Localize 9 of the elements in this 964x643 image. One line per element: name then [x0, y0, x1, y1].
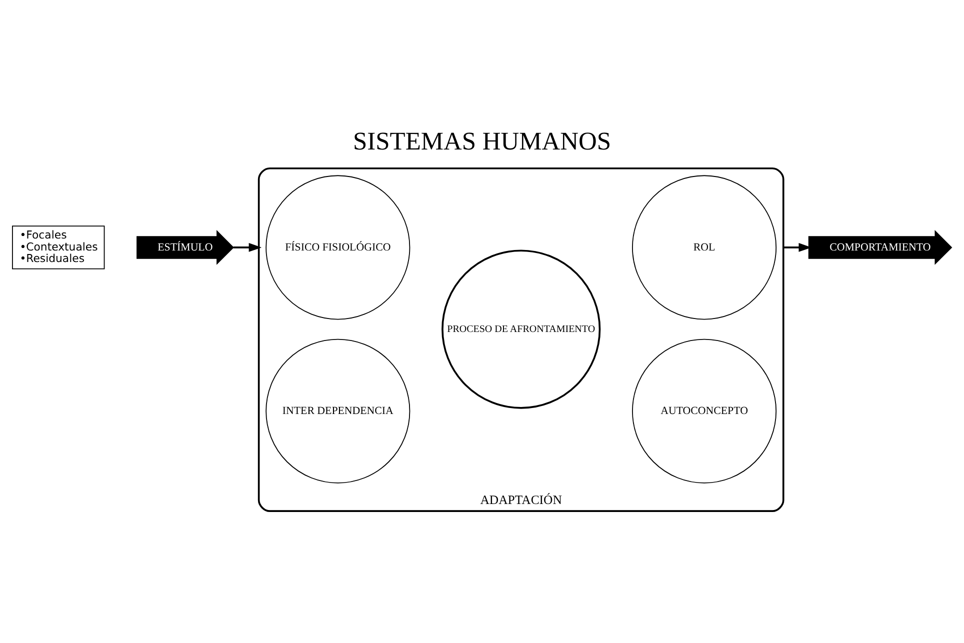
node-circle: FÍSICO FISIOLÓGICO [266, 174, 410, 320]
node-circle: INTER DEPENDENCIA [266, 338, 410, 483]
node-circle: PROCESO DE AFRONTAMIENTO [442, 249, 601, 408]
arrow [783, 242, 812, 252]
node-circle: AUTOCONCEPTO [632, 338, 777, 483]
node-circle: ROL [632, 174, 777, 320]
node-box: •Focales •Contextuales •Residuales [12, 225, 105, 269]
arrow [233, 242, 262, 252]
diagram-title: SISTEMAS HUMANOS [353, 126, 611, 156]
